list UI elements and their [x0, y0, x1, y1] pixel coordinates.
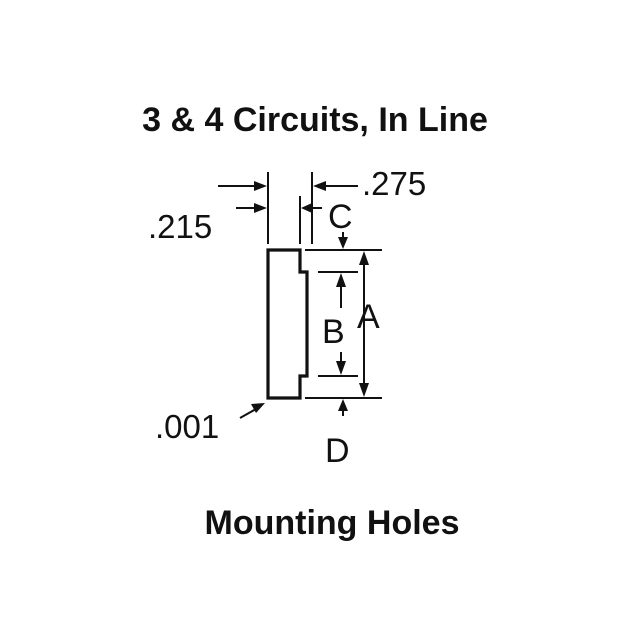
- dim-a-arrow-top: [359, 251, 369, 265]
- dim-001-arrow: [251, 403, 265, 413]
- dim-a-arrow-bottom: [359, 383, 369, 397]
- dim-215-label: .215: [148, 208, 212, 245]
- dim-b-arrow-top: [336, 273, 346, 287]
- part-outline: [266, 248, 309, 400]
- dim-275-arrow-right: [313, 181, 326, 191]
- dim-215-arrow-left: [254, 203, 267, 213]
- label-d: D: [325, 432, 350, 470]
- dim-001-label: .001: [155, 408, 219, 445]
- dim-275-arrow-left: [254, 181, 267, 191]
- dim-275-label: .275: [362, 165, 426, 202]
- label-c: C: [328, 198, 353, 236]
- dim-215-arrow-right: [301, 203, 312, 213]
- diagram-caption: Mounting Holes: [205, 504, 460, 542]
- dim-b-arrow-bottom: [336, 361, 346, 375]
- dim-001-leader: [239, 408, 257, 419]
- diagram-title: 3 & 4 Circuits, In Line: [142, 101, 488, 139]
- label-b: B: [322, 313, 345, 351]
- label-a: A: [357, 298, 380, 336]
- dim-d-arrow: [338, 399, 348, 411]
- dim-c-arrow: [338, 237, 348, 249]
